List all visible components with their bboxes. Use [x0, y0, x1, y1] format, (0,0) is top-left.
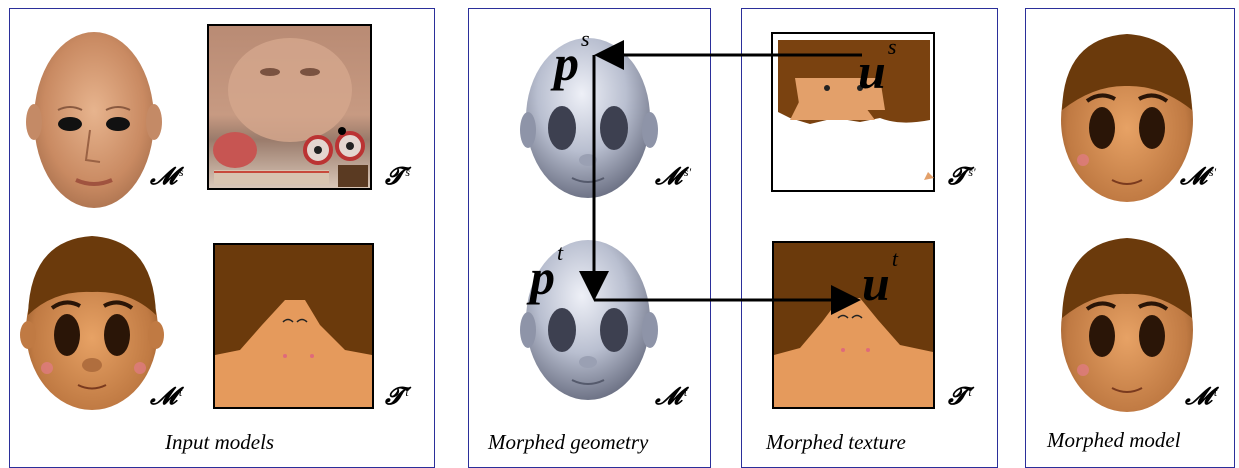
point-label-pt: pt: [530, 240, 564, 305]
caption-morphed-texture: Morphed texture: [766, 430, 906, 454]
correspondence-arrows: [579, 40, 862, 315]
source-human-face: [26, 32, 162, 208]
target-cartoon-face: [20, 236, 164, 410]
morphed-model-source-face: [1061, 34, 1193, 202]
caption-morphed-geometry: Morphed geometry: [488, 430, 649, 454]
caption-input-models: Input models: [165, 430, 275, 454]
target-texture-skin: [215, 300, 372, 407]
source-texture-details: [213, 38, 368, 187]
point-label-us: us: [858, 34, 897, 99]
caption-morphed-model: Morphed model: [1047, 428, 1181, 452]
morphed-source-mesh: [520, 38, 658, 198]
morphed-model-target-face: [1061, 238, 1193, 412]
point-label-ps: ps: [554, 26, 590, 91]
morphed-target-texture-skin: [774, 298, 933, 407]
point-label-ut: ut: [862, 246, 898, 311]
morphed-target-mesh: [520, 240, 658, 400]
morphed-source-texture-detail: [778, 40, 934, 180]
